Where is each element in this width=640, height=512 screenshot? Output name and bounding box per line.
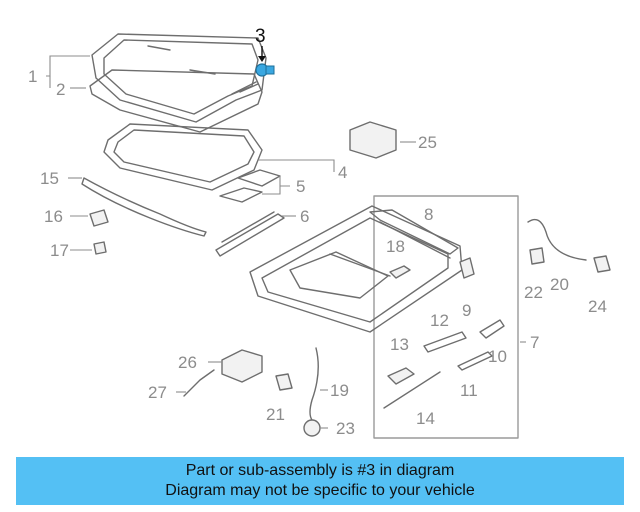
side-rail bbox=[215, 211, 285, 257]
callout-2: 2 bbox=[56, 80, 65, 99]
leader-lines bbox=[46, 55, 526, 429]
callout-11: 11 bbox=[460, 381, 478, 400]
callout-3: 3 bbox=[255, 26, 266, 47]
bracket-18 bbox=[389, 265, 411, 279]
caption-line-1: Part or sub-assembly is #3 in diagram bbox=[185, 462, 455, 479]
callout-18: 18 bbox=[386, 237, 405, 256]
mechanism-parts bbox=[383, 319, 505, 409]
drain-hose-parts bbox=[527, 218, 611, 273]
callout-12: 12 bbox=[430, 311, 449, 330]
callout-26: 26 bbox=[178, 353, 197, 372]
callout-8: 8 bbox=[424, 205, 433, 224]
callout-17: 17 bbox=[50, 241, 69, 260]
callout-9: 9 bbox=[462, 301, 471, 320]
callout-21: 21 bbox=[266, 405, 285, 424]
callout-15: 15 bbox=[40, 169, 59, 188]
exploded-parts-diagram: 1 2 3 4 5 6 7 8 9 10 11 12 13 14 15 16 1… bbox=[28, 26, 611, 439]
caption-line-2: Diagram may not be specific to your vehi… bbox=[165, 482, 475, 499]
diagram-caption-banner: Part or sub-assembly is #3 in diagram Di… bbox=[16, 457, 624, 505]
drive-cable bbox=[369, 209, 459, 255]
clip-parts bbox=[89, 209, 109, 255]
callout-7: 7 bbox=[530, 333, 539, 352]
callout-25: 25 bbox=[418, 133, 437, 152]
bolt-part-3-highlighted bbox=[255, 46, 275, 77]
callout-14: 14 bbox=[416, 409, 435, 428]
callout-6: 6 bbox=[300, 207, 309, 226]
glass-frame bbox=[103, 123, 263, 191]
lower-parts bbox=[183, 347, 321, 437]
guide-rails bbox=[219, 169, 281, 203]
motor-block bbox=[459, 257, 475, 279]
callout-5: 5 bbox=[296, 177, 305, 196]
callout-10: 10 bbox=[488, 347, 507, 366]
callout-27: 27 bbox=[148, 383, 167, 402]
callout-22: 22 bbox=[524, 283, 543, 302]
callout-16: 16 bbox=[44, 207, 63, 226]
sunroof-housing bbox=[249, 195, 519, 439]
callout-23: 23 bbox=[336, 419, 355, 438]
callout-4: 4 bbox=[338, 163, 347, 182]
callout-24: 24 bbox=[588, 297, 607, 316]
wind-deflector bbox=[81, 177, 207, 237]
callout-1: 1 bbox=[28, 67, 37, 86]
glass-weatherstrip bbox=[89, 69, 263, 133]
callout-19: 19 bbox=[330, 381, 349, 400]
callout-20: 20 bbox=[550, 275, 569, 294]
sunroof-glass-panel bbox=[91, 33, 267, 123]
callout-13: 13 bbox=[390, 335, 409, 354]
control-module bbox=[349, 121, 397, 159]
